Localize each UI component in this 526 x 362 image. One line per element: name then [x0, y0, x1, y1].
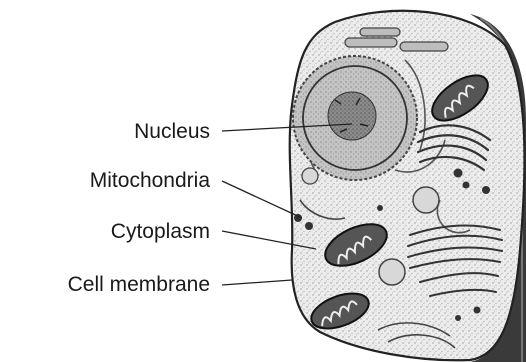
label-nucleus: Nucleus [134, 120, 210, 143]
leader-cell-membrane [222, 280, 292, 285]
nucleolus [328, 92, 376, 140]
label-cell-membrane: Cell membrane [68, 273, 210, 296]
label-mitochondria: Mitochondria [90, 169, 211, 192]
nucleus [293, 56, 417, 180]
vacuole [413, 187, 439, 213]
label-cytoplasm: Cytoplasm [111, 220, 210, 243]
